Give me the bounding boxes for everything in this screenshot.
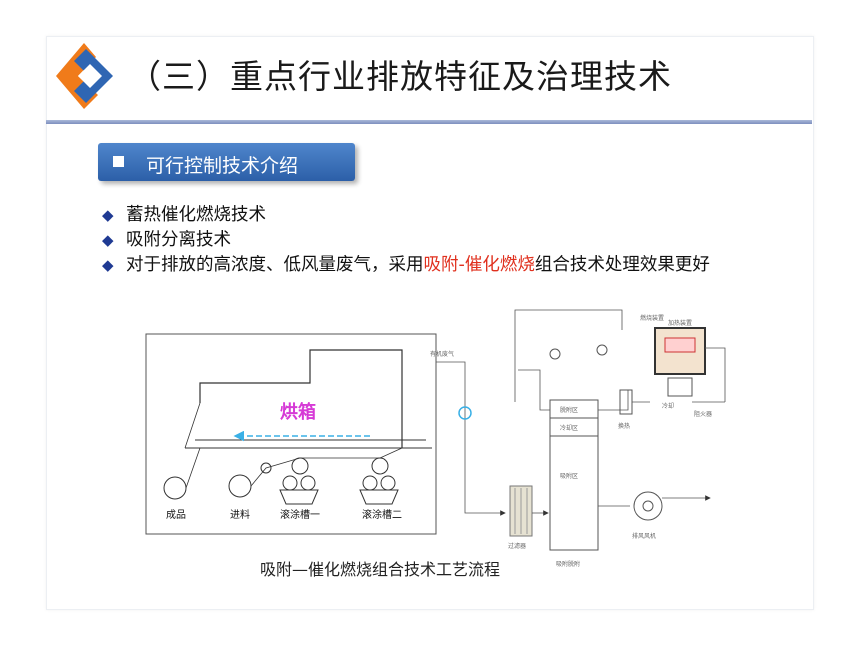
- oven-outline: [199, 349, 403, 448]
- cooling-unit: [667, 377, 693, 397]
- gauge-icon: [596, 344, 608, 356]
- roll-icon: [163, 476, 187, 500]
- zone-label: 冷却区: [560, 424, 578, 432]
- roll-icon: [260, 462, 272, 474]
- bullet-text-part: 对于排放的高浓度、低风量废气，采用: [126, 255, 424, 275]
- roll-icon: [291, 457, 309, 475]
- highlighted-term: 吸附-催化燃烧: [423, 255, 535, 275]
- diamond-bullet-icon: ◆: [102, 256, 114, 274]
- fan-label: 排风风机: [632, 532, 656, 540]
- zone-label: 脱附区: [560, 406, 578, 414]
- duct-line: [436, 361, 506, 516]
- device-label: 加热装置: [668, 319, 692, 327]
- roll-label: 滚涂槽二: [362, 508, 402, 521]
- bullet-text: 吸附分离技术: [126, 230, 231, 250]
- section-header: 可行控制技术介绍: [98, 143, 355, 181]
- loop-line: [514, 309, 623, 402]
- coating-tank: [359, 489, 399, 505]
- list-item: ◆ 对于排放的高浓度、低风量废气，采用吸附-催化燃烧组合技术处理效果更好: [102, 253, 802, 278]
- page-title: （三）重点行业排放特征及治理技术: [128, 57, 672, 96]
- roll-icon: [300, 475, 316, 491]
- roll-icon: [362, 475, 378, 491]
- roll-label: 成品: [166, 509, 186, 521]
- list-item: ◆ 蓄热催化燃烧技术: [102, 203, 802, 228]
- roll-icon: [371, 457, 389, 475]
- tower-label: 吸附脱附: [556, 560, 580, 568]
- bullet-text-part: 组合技术处理效果更好: [534, 255, 710, 275]
- list-item: ◆ 吸附分离技术: [102, 228, 802, 253]
- device-label: 燃烧装置: [640, 314, 664, 322]
- section-label: 可行控制技术介绍: [146, 155, 299, 177]
- bullet-list: ◆ 蓄热催化燃烧技术 ◆ 吸附分离技术 ◆ 对于排放的高浓度、低风量废气，采用吸…: [102, 203, 802, 278]
- device-label: 阻火器: [694, 410, 712, 418]
- valve-icon: [458, 406, 472, 420]
- square-bullet-icon: [113, 156, 124, 167]
- bullet-text: 蓄热催化燃烧技术: [126, 205, 266, 225]
- filter-label: 过滤器: [508, 542, 526, 550]
- roll-label: 进料: [230, 508, 250, 521]
- roll-label: 滚涂槽一: [280, 508, 320, 521]
- diamond-bullet-icon: ◆: [102, 206, 114, 224]
- diagram-caption: 吸附—催化燃烧组合技术工艺流程: [260, 560, 500, 579]
- fan-hub: [642, 500, 654, 512]
- loop-line: [598, 390, 629, 411]
- logo-icon: [56, 43, 113, 109]
- loop-line: [518, 369, 550, 411]
- roll-icon: [380, 475, 396, 491]
- zone-label: 吸附区: [560, 472, 578, 480]
- oven-label: 烘箱: [280, 401, 316, 423]
- web-path: [184, 402, 403, 489]
- loop-line: [705, 347, 726, 402]
- heater-block: [664, 337, 696, 353]
- fan-icon: [633, 491, 663, 521]
- combustion-unit: [654, 327, 706, 375]
- title-divider: [46, 120, 812, 124]
- process-flow-diagram: 烘箱 成品 进料 滚涂槽一 滚涂槽二 有机废气 过滤器 脱附区 冷却区 吸附区 …: [145, 309, 726, 579]
- adsorber-tower: [549, 399, 599, 551]
- oven-frame: [145, 333, 437, 535]
- coating-tank: [279, 489, 319, 505]
- roll-icon: [228, 474, 252, 498]
- slide-background: [46, 36, 814, 610]
- diamond-bullet-icon: ◆: [102, 231, 114, 249]
- device-label: 冷却: [662, 402, 674, 410]
- bullet-text: 对于排放的高浓度、低风量废气，采用吸附-催化燃烧组合技术处理效果更好: [126, 253, 786, 278]
- device-label: 换热: [618, 422, 630, 430]
- flow-label: 有机废气: [430, 350, 454, 358]
- gauge-icon: [549, 348, 561, 360]
- roll-icon: [282, 475, 298, 491]
